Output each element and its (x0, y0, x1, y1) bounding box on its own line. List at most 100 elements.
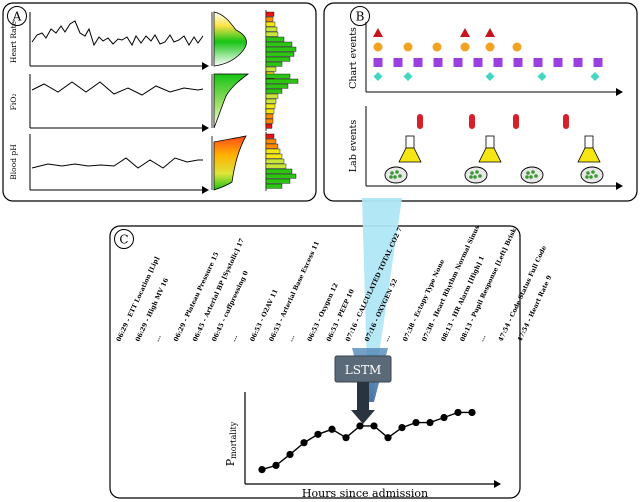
mortality-point (258, 466, 266, 474)
fio2-series (31, 81, 204, 96)
mortality-y-axis-title: Pmortality (224, 421, 238, 466)
fio2-histogram-bar (265, 118, 274, 124)
square-event-icon (433, 58, 443, 67)
square-event-icon (553, 58, 563, 67)
petri-dish-colony (389, 175, 393, 179)
y-label-main: P (224, 458, 237, 466)
fio2-histogram (265, 72, 299, 131)
fio2-label: FiO₂ (9, 94, 18, 111)
panel-a: A Heart Rate FiO₂ Blood pH (2, 2, 317, 202)
petri-dish-colony (589, 175, 593, 179)
mortality-point (356, 422, 364, 430)
heart-rate-histogram-bar (265, 51, 295, 57)
heart-rate-row: Heart Rate (9, 11, 247, 70)
flask-icon (398, 147, 422, 163)
blood-ph-row: Blood pH (9, 134, 247, 194)
petri-dish-icon (520, 166, 544, 184)
petri-dish-colony (390, 171, 394, 175)
blood-ph-histogram (265, 132, 297, 191)
panel-c: C 06:29 - ETT Location [Lip]06:29 - High… (109, 198, 554, 500)
mortality-point (426, 418, 434, 427)
mortality-point (328, 425, 336, 433)
square-event-icon (573, 58, 583, 67)
test-tube-icon (563, 114, 569, 129)
panel-b: B Chart events Lab events (323, 2, 638, 202)
panel-b-frame (323, 2, 638, 202)
petri-dish-colony (395, 170, 399, 174)
triangle-event-icon (485, 28, 495, 37)
heart-rate-histogram-bar (265, 11, 275, 17)
flask-neck-icon (584, 135, 594, 149)
petri-dish-colony (585, 175, 589, 179)
fio2-density (213, 73, 250, 129)
lstm-down-arrow (351, 382, 375, 424)
test-tube-icon (417, 114, 423, 129)
mortality-point (468, 408, 476, 417)
event-ellipsis: ... (383, 334, 392, 343)
blood-ph-series (31, 157, 203, 169)
blood-ph-label: Blood pH (9, 144, 18, 180)
mortality-point (300, 439, 308, 447)
square-event-icon (513, 58, 523, 67)
triangle-event-icon (460, 28, 470, 37)
lstm-label: LSTM (345, 363, 381, 377)
fio2-histogram-bar (265, 113, 274, 119)
mortality-point (342, 434, 350, 442)
petri-dish-colony (534, 174, 538, 178)
mortality-point (314, 430, 322, 438)
diamond-event-icon (537, 72, 547, 81)
fio2-histogram-bar (265, 123, 273, 129)
heart-rate-histogram-bar (265, 31, 279, 37)
petri-dish-icon (464, 166, 488, 184)
mortality-curve (258, 408, 476, 474)
petri-dish-colony (586, 171, 590, 175)
panel-c-badge (114, 229, 134, 249)
lab-event-markers (384, 114, 604, 184)
lab-events-label: Lab events (348, 120, 359, 173)
petri-dish-colony (591, 170, 595, 174)
mortality-line (261, 411, 472, 471)
blood-ph-histogram-bar (265, 183, 283, 189)
chart-event-markers (373, 28, 603, 81)
event-ellipsis: ... (154, 334, 163, 343)
panel-c-letter: C (119, 233, 128, 247)
petri-dish-colony (470, 171, 474, 175)
petri-dish-colony (594, 174, 598, 178)
mortality-point (384, 434, 392, 442)
heart-rate-histogram-bar (265, 56, 291, 62)
petri-dish-colony (525, 175, 529, 179)
square-event-icon (473, 58, 483, 67)
blood-ph-histogram-bar (265, 148, 281, 154)
diamond-event-icon (403, 72, 413, 81)
chart-events-label: Chart events (348, 27, 359, 89)
heart-rate-histogram-bar (265, 46, 297, 52)
petri-dish-colony (475, 170, 479, 174)
diamond-event-icon (373, 72, 383, 81)
x-axis-title: Hours since admission (302, 487, 428, 500)
square-event-icon (393, 58, 403, 67)
petri-dish-colony (529, 175, 533, 179)
mortality-point (272, 461, 280, 469)
blood-ph-histogram-bar (265, 138, 277, 144)
flask-neck-icon (485, 135, 495, 149)
fio2-row: FiO₂ (9, 73, 250, 132)
blood-ph-histogram-bar (265, 153, 283, 159)
panel-a-letter: A (12, 10, 22, 24)
square-event-icon (493, 58, 503, 67)
petri-dish-colony (478, 174, 482, 178)
mortality-point (454, 408, 462, 417)
mortality-point (398, 424, 406, 432)
petri-dish-colony (398, 174, 402, 178)
square-event-icon (373, 58, 383, 67)
panel-a-badge (7, 6, 27, 26)
mortality-point (440, 413, 448, 422)
event-label: 47:54 - Heart Rate 9 (517, 274, 554, 342)
blood-ph-histogram-bar (265, 133, 275, 139)
blood-ph-histogram-bar (265, 178, 291, 184)
heart-rate-label: Heart Rate (9, 20, 18, 63)
circle-event-icon (432, 42, 442, 52)
fio2-histogram-bar (265, 93, 279, 99)
circle-event-icon (373, 42, 383, 52)
flask-neck-icon (405, 135, 415, 149)
